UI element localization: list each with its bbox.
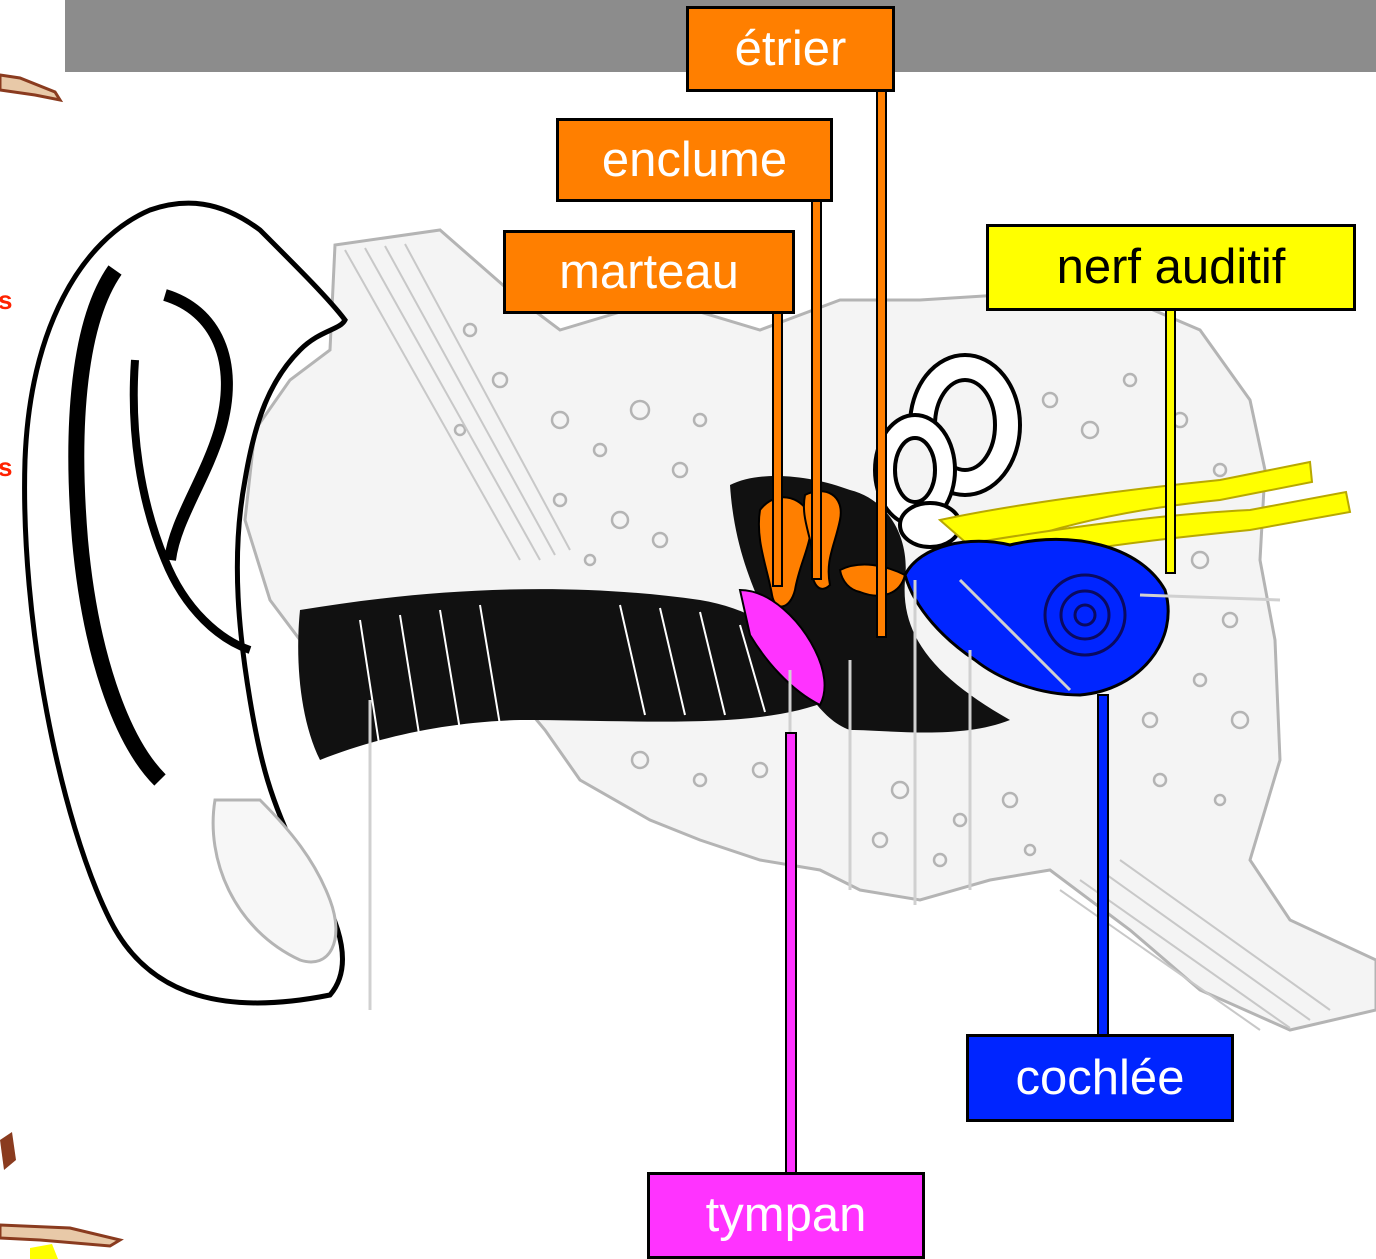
enclume-leader-line: [811, 200, 822, 580]
etrier-leader-line: [876, 90, 887, 638]
nerf-auditif-leader-line: [1165, 309, 1176, 574]
marteau-leader-line: [772, 312, 783, 587]
nerf-auditif-label: nerf auditif: [986, 224, 1356, 311]
tympan-label: tympan: [647, 1172, 925, 1259]
enclume-label: enclume: [556, 118, 833, 202]
cochlee-leader-line: [1097, 694, 1109, 1036]
cochlee-label: cochlée: [966, 1034, 1234, 1122]
tympan-leader-line: [785, 732, 797, 1174]
marteau-label: marteau: [503, 230, 795, 314]
etrier-label: étrier: [686, 6, 895, 92]
cropped-text-fragment: s: [0, 452, 12, 483]
cropped-text-fragment: s: [0, 285, 12, 316]
